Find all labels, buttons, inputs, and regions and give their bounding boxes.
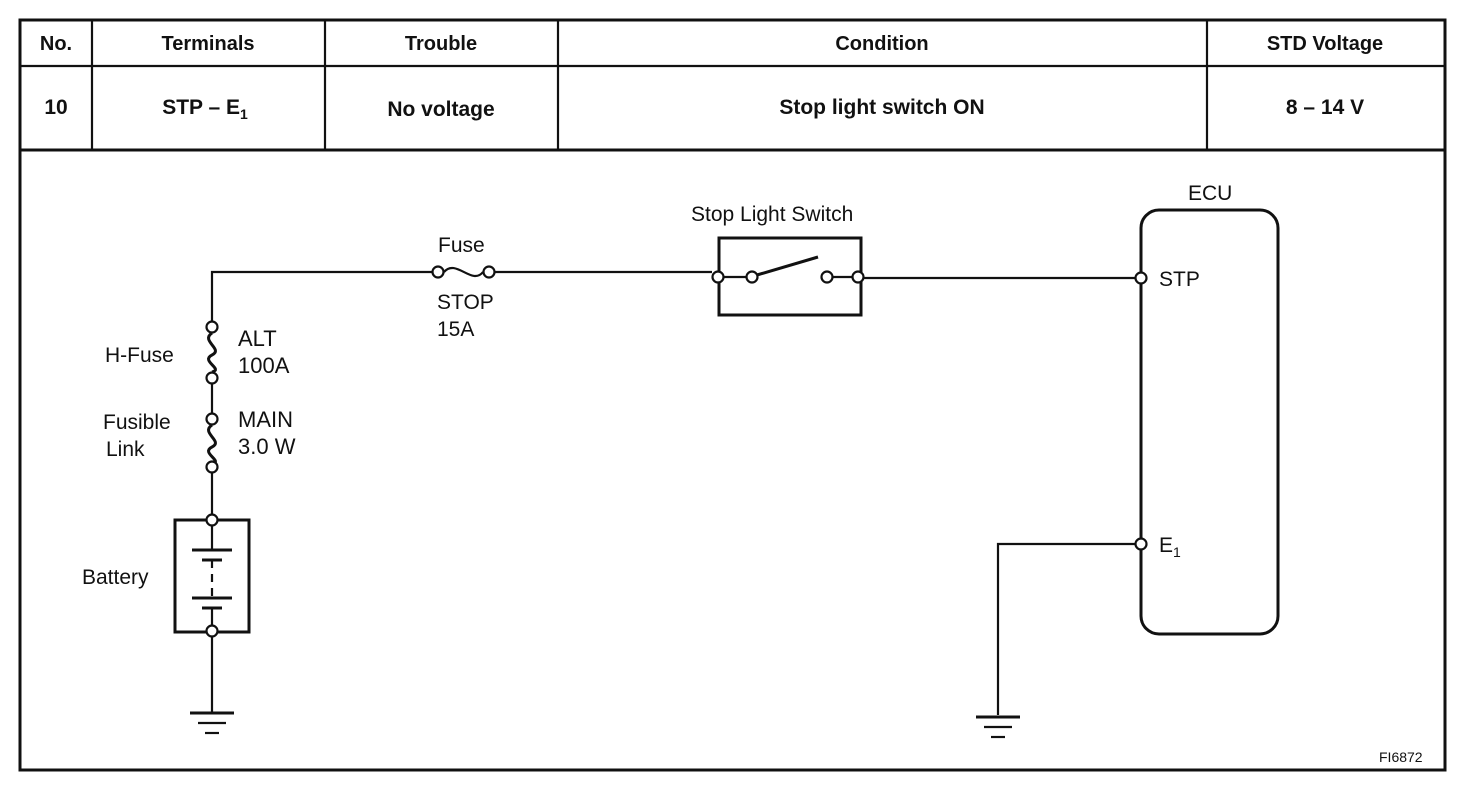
fusible-label-2: Link [106,438,145,461]
h-fuse [205,320,219,385]
ecu-terminal-stp [1134,271,1148,285]
cell-terminals: STP – E1 [162,96,248,122]
ecu-box [1139,208,1280,636]
outer-frame [18,18,1447,772]
switch-terminal-left [711,270,725,284]
header-trouble: Trouble [405,33,477,55]
battery-terminal-positive [205,513,219,527]
cell-no: 10 [44,96,67,119]
battery-label: Battery [82,566,149,589]
ecu-ground-icon [976,715,1020,739]
battery-terminal-negative [205,624,219,638]
header-std-voltage: STD Voltage [1267,33,1383,55]
h-fuse-rating: 100A [238,353,290,378]
cell-trouble: No voltage [387,98,494,121]
ecu-terminal-e1 [1134,537,1148,551]
wire-e1-to-ground [996,542,1136,715]
header-condition: Condition [835,33,928,55]
h-fuse-terminal-bottom [205,371,219,385]
switch-contact-right [820,270,834,284]
ecu-e1-label: E1 [1159,534,1181,560]
stop-light-switch [711,236,865,317]
h-fuse-element-icon [207,331,217,374]
wire-battery-to-fuse [210,270,432,322]
h-fuse-label: H-Fuse [105,344,174,367]
inspection-table: No. Terminals Trouble Condition STD Volt… [18,18,1447,772]
h-fuse-terminal-top [205,320,219,334]
switch-blade-icon [756,255,819,277]
fusible-link [205,412,219,474]
switch-contact-left [745,270,759,284]
fuse-name: STOP [437,291,494,314]
cell-condition: Stop light switch ON [779,96,984,119]
header-no: No. [40,33,72,55]
circuit: Fuse STOP 15A Stop Light Switch ECU STP … [82,182,1423,765]
fusible-label-1: Fusible [103,411,171,434]
fuse-label: Fuse [438,234,485,257]
ecu-stp-label: STP [1159,268,1200,291]
fuse-terminal-left [431,265,445,279]
ecu-label: ECU [1188,182,1232,205]
fusible-link-terminal-bottom [205,460,219,474]
fuse-terminal-right [482,265,496,279]
fusible-link-terminal-top [205,412,219,426]
header-terminals: Terminals [162,33,255,55]
switch-label: Stop Light Switch [691,203,853,226]
battery-ground-icon [190,711,234,735]
switch-terminal-right [851,270,865,284]
stop-fuse [431,265,496,279]
fuse-rating: 15A [437,318,474,341]
fusible-name: MAIN [238,407,293,432]
figure-code: FI6872 [1379,749,1423,765]
fusible-link-element-icon [207,423,217,466]
battery [173,513,251,638]
h-fuse-name: ALT [238,326,277,351]
cell-std-voltage: 8 – 14 V [1286,96,1364,119]
ecu [1134,208,1280,636]
fuse-element-icon [443,266,484,278]
fusible-rating: 3.0 W [238,434,296,459]
